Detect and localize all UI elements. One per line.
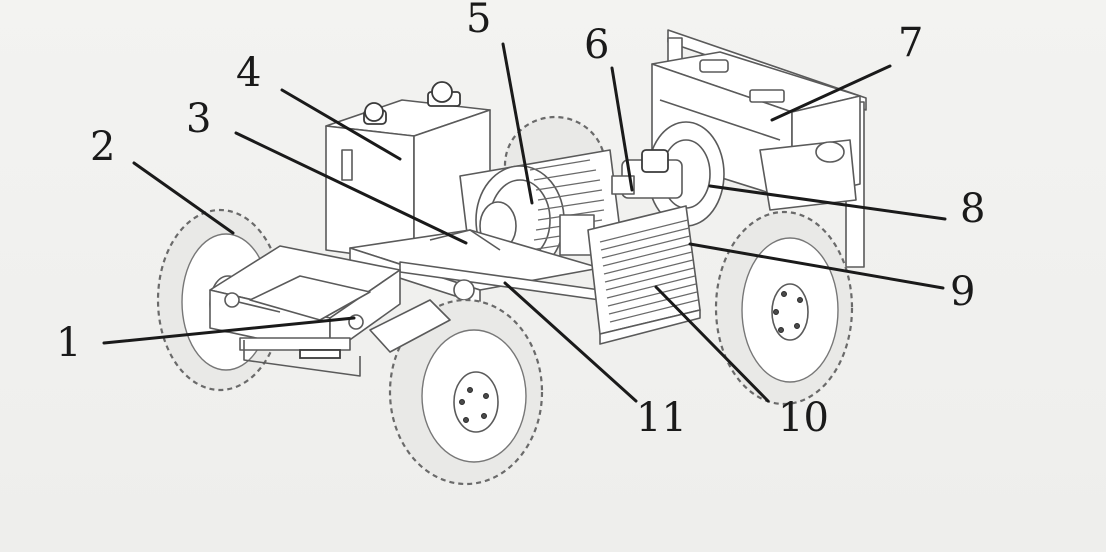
leader-lines	[102, 42, 947, 403]
leader-line-5	[501, 42, 534, 205]
rear-right-wheel	[714, 210, 854, 406]
leader-line-1	[102, 316, 356, 345]
front-right-wheel	[369, 298, 544, 486]
radiator-fins	[599, 219, 699, 323]
callout-1: 1	[56, 320, 81, 366]
leader-line-2	[132, 161, 235, 235]
callout-6: 6	[584, 22, 609, 68]
callout-numbers: 1 2 3 4 5 6 7 8 9 10 11	[56, 0, 985, 441]
chassis	[349, 229, 601, 305]
leader-line-10	[654, 285, 770, 403]
leader-line-11	[503, 281, 638, 403]
callout-4: 4	[236, 50, 261, 96]
leader-line-7	[770, 64, 892, 122]
callout-8: 8	[960, 186, 985, 232]
leader-line-6	[610, 66, 634, 192]
radiator	[587, 205, 701, 345]
callout-9: 9	[950, 269, 975, 315]
callout-7: 7	[898, 20, 923, 66]
callout-2: 2	[90, 124, 115, 170]
leader-line-4	[280, 88, 402, 161]
callout-3: 3	[186, 96, 211, 142]
hydraulic-pump	[611, 121, 725, 227]
leader-line-8	[708, 184, 947, 221]
front-steering-frame	[209, 245, 401, 377]
callout-11: 11	[636, 395, 687, 441]
callout-5: 5	[466, 0, 491, 42]
leader-line-9	[688, 242, 945, 290]
callout-10: 10	[778, 395, 829, 441]
leader-line-3	[234, 131, 468, 245]
hydraulic-tank	[325, 81, 491, 263]
